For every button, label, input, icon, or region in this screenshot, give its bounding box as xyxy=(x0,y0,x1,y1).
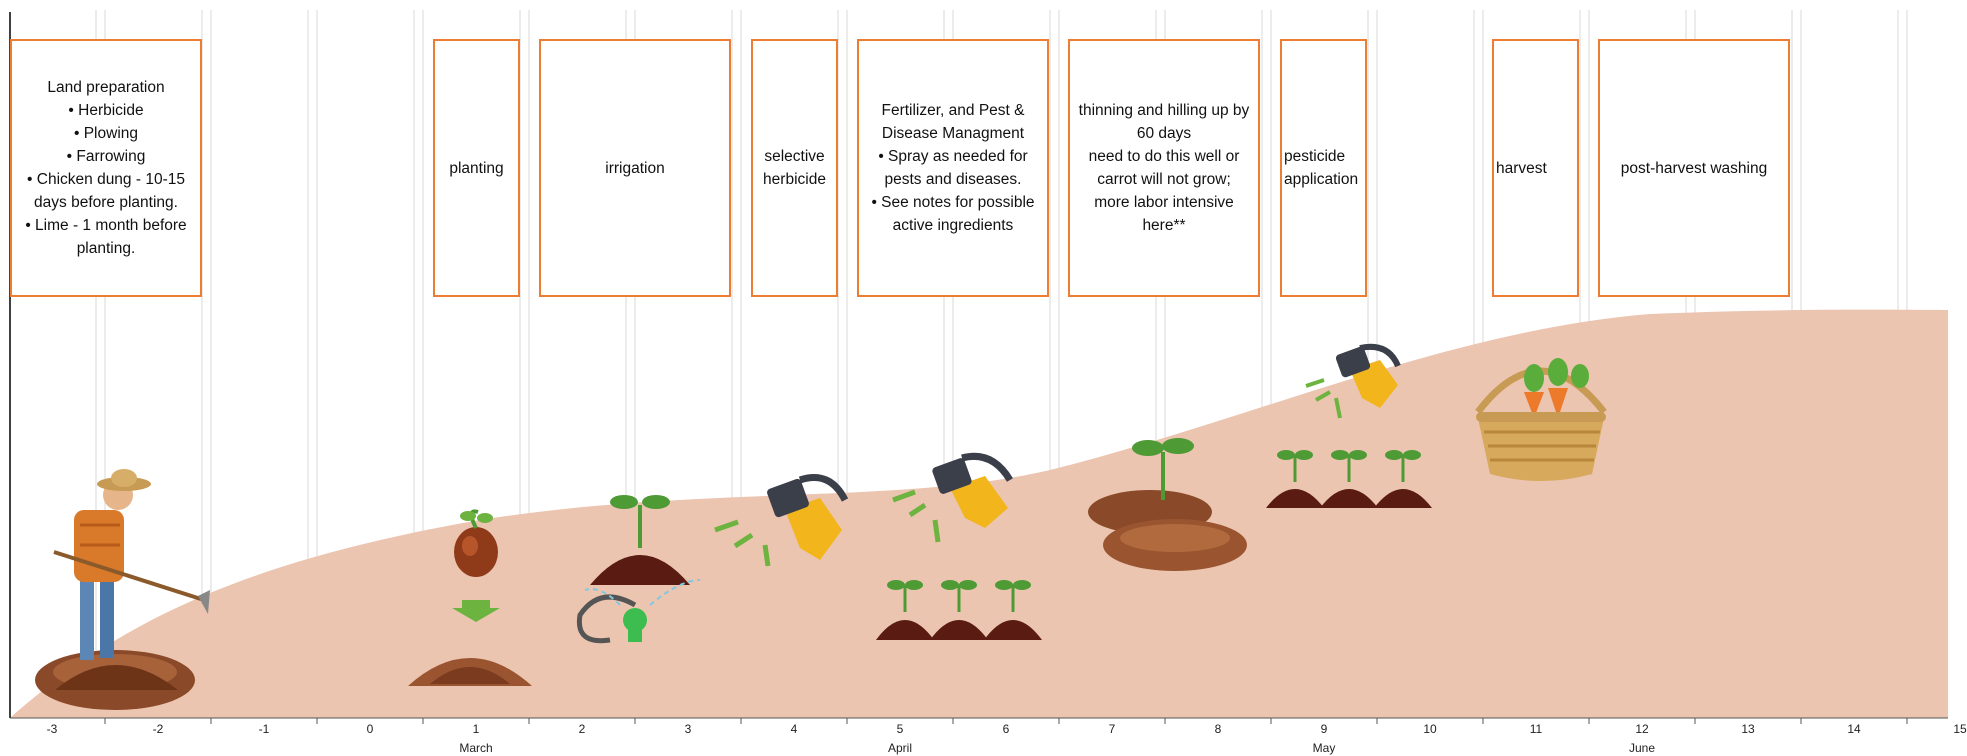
task-line: harvest xyxy=(1496,159,1547,177)
task-line: Disease Managment xyxy=(881,125,1025,142)
sprayer-pesticide-icon xyxy=(1305,343,1401,419)
task-line: Fertilizer, and Pest & xyxy=(881,102,1025,119)
x-tick-label: 1 xyxy=(472,722,480,736)
seed-sprout-icon xyxy=(408,509,532,686)
x-tick-label: 13 xyxy=(1741,722,1755,736)
carrot-basket-icon xyxy=(1475,358,1607,481)
task-box-pesticide: pesticide application xyxy=(1280,39,1367,297)
month-label: April xyxy=(887,741,913,755)
task-text: selective herbicide xyxy=(759,145,830,191)
task-line: • See notes for possible xyxy=(871,194,1035,211)
task-line: application xyxy=(1284,171,1359,188)
task-text: Fertilizer, and Pest & Disease Managment •… xyxy=(867,99,1038,237)
x-tick-label: 6 xyxy=(1002,722,1010,736)
x-tick-label: 15 xyxy=(1953,722,1967,736)
plant-row-icon xyxy=(1266,450,1432,508)
task-box-thinning: thinning and hilling up by 60 days need to… xyxy=(1068,39,1260,297)
task-text: pesticide application xyxy=(1282,145,1365,191)
month-label: March xyxy=(459,741,493,755)
task-line: • Chicken dung - 10-15 xyxy=(27,171,185,188)
x-tick-label: 7 xyxy=(1108,722,1116,736)
x-tick-label: 3 xyxy=(684,722,692,736)
task-line: planting xyxy=(449,159,504,177)
sprayer-fertilizer-icon xyxy=(892,452,1014,543)
task-line: • Spray as needed for xyxy=(878,148,1028,165)
task-line: planting. xyxy=(76,240,136,257)
task-box-harvest: harvest xyxy=(1492,39,1579,297)
x-tick-label: 14 xyxy=(1847,722,1861,736)
task-line: pests and diseases. xyxy=(884,171,1022,188)
seedlings-icon xyxy=(876,580,1042,640)
task-box-irrigation: irrigation xyxy=(539,39,731,297)
month-label: June xyxy=(1628,741,1656,755)
mound-with-plant-icon xyxy=(1088,438,1247,571)
task-line: need to do this well or xyxy=(1088,148,1240,165)
task-text: harvest xyxy=(1494,157,1577,180)
task-line: • Plowing xyxy=(73,125,138,142)
farmer-with-hoe-icon xyxy=(35,469,210,710)
task-line: pesticide xyxy=(1284,148,1346,165)
task-line: • Lime - 1 month before xyxy=(25,217,187,234)
task-box-fertilizer: Fertilizer, and Pest & Disease Managment •… xyxy=(857,39,1049,297)
task-line: 60 days xyxy=(1136,125,1192,142)
x-tick-label: -2 xyxy=(152,722,164,736)
x-tick-label: 0 xyxy=(366,722,374,736)
task-box-land-preparation: Land preparation • Herbicide • Plowing • Fa… xyxy=(10,39,202,297)
x-tick-label: 4 xyxy=(790,722,798,736)
task-line: days before planting. xyxy=(34,194,178,211)
task-line: herbicide xyxy=(763,171,826,188)
task-line: here** xyxy=(1142,217,1186,234)
task-line: active ingredients xyxy=(892,217,1014,234)
task-text: thinning and hilling up by 60 days need to… xyxy=(1075,99,1254,237)
task-line: • Farrowing xyxy=(66,148,146,165)
task-line: carrot will not grow; xyxy=(1097,171,1231,188)
task-line: • Herbicide xyxy=(68,102,144,119)
tick-marks xyxy=(104,718,1908,724)
task-box-post-harvest: post-harvest washing xyxy=(1598,39,1790,297)
task-line: selective xyxy=(764,148,825,165)
x-tick-label: 9 xyxy=(1320,722,1328,736)
task-line: post-harvest washing xyxy=(1620,159,1768,177)
x-tick-label: 2 xyxy=(578,722,586,736)
month-label: May xyxy=(1312,741,1336,755)
task-box-selective-herbicide: selective herbicide xyxy=(751,39,838,297)
task-line: Land preparation xyxy=(47,79,165,96)
task-box-planting: planting xyxy=(433,39,520,297)
x-tick-label: 12 xyxy=(1635,722,1649,736)
task-line: thinning and hilling up by xyxy=(1078,102,1250,119)
task-text: post-harvest washing xyxy=(1617,157,1771,180)
x-tick-label: 11 xyxy=(1529,722,1543,736)
x-tick-label: 10 xyxy=(1423,722,1437,736)
x-tick-label: 5 xyxy=(896,722,904,736)
task-text: Land preparation • Herbicide • Plowing • Fa… xyxy=(21,76,190,260)
sprayer-icon xyxy=(714,474,849,567)
task-text: planting xyxy=(445,157,507,180)
x-tick-label: 8 xyxy=(1214,722,1222,736)
sprinkler-icon xyxy=(576,495,701,644)
task-line: irrigation xyxy=(605,159,665,177)
x-tick-label: -3 xyxy=(46,722,58,736)
task-line: more labor intensive xyxy=(1094,194,1234,211)
task-text: irrigation xyxy=(601,157,668,180)
x-tick-label: -1 xyxy=(258,722,270,736)
